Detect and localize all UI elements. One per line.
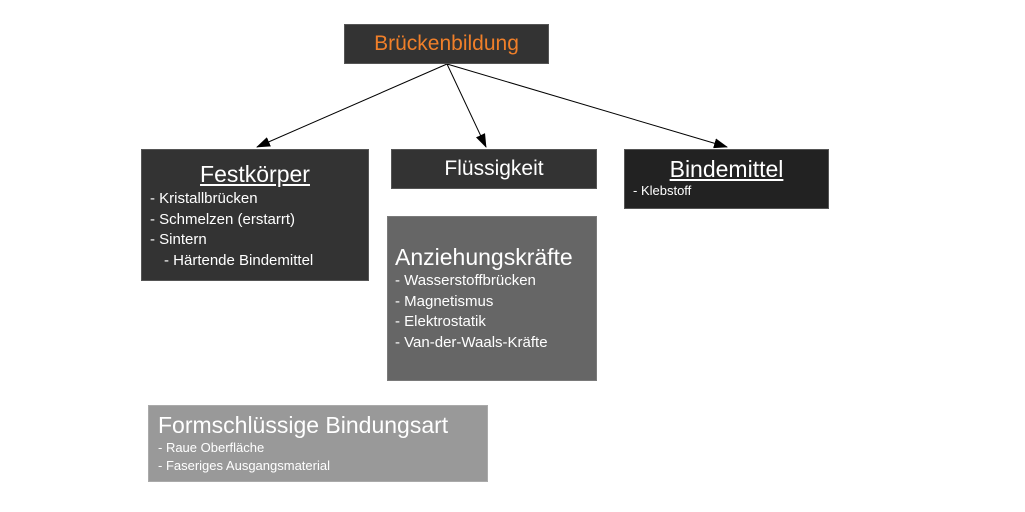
festkoerper-item: - Kristallbrücken [150, 190, 258, 207]
anziehungskraefte-item: - Magnetismus [395, 292, 494, 310]
festkoerper-item: - Sintern [150, 231, 207, 248]
anziehungskraefte-item: - Van-der-Waals-Kräfte [395, 333, 548, 351]
festkoerper-item: - Schmelzen (erstarrt) [150, 210, 296, 228]
festkoerper-subitem: - Härtende Bindemittel [164, 251, 314, 269]
formschluessig-item: - Raue Oberfläche [158, 440, 265, 455]
formschluessig-item: - Faseriges Ausgangsmaterial [158, 458, 330, 473]
node-fluessigkeit: Flüssigkeit [391, 149, 597, 189]
arrow-to-bindemittel [446, 63, 728, 149]
anziehungskraefte-item: - Elektrostatik [395, 313, 486, 330]
festkoerper-title: Festkörper [200, 161, 310, 187]
anziehungskraefte-title: Anziehungskräfte [395, 244, 573, 270]
root-node-brueckenbildung: Brückenbildung [344, 24, 549, 64]
fluessigkeit-title: Flüssigkeit [444, 157, 544, 180]
anziehungskraefte-item: - Wasserstoffbrücken [395, 272, 536, 289]
bindemittel-item: - Klebstoff [633, 183, 692, 198]
formschluessig-title: Formschlüssige Bindungsart [158, 412, 449, 438]
node-anziehungskraefte: Anziehungskräfte - Wasserstoffbrücken - … [387, 216, 597, 381]
node-festkoerper: Festkörper - Kristallbrücken - Schmelzen… [141, 149, 369, 281]
node-formschluessige-bindungsart: Formschlüssige Bindungsart - Raue Oberfl… [148, 405, 488, 482]
bindemittel-title: Bindemittel [669, 156, 784, 182]
arrow-to-festkoerper [256, 63, 448, 148]
root-node-label: Brückenbildung [374, 32, 519, 55]
arrow-to-fluessigkeit [446, 63, 487, 148]
node-bindemittel: Bindemittel - Klebstoff [624, 149, 829, 209]
